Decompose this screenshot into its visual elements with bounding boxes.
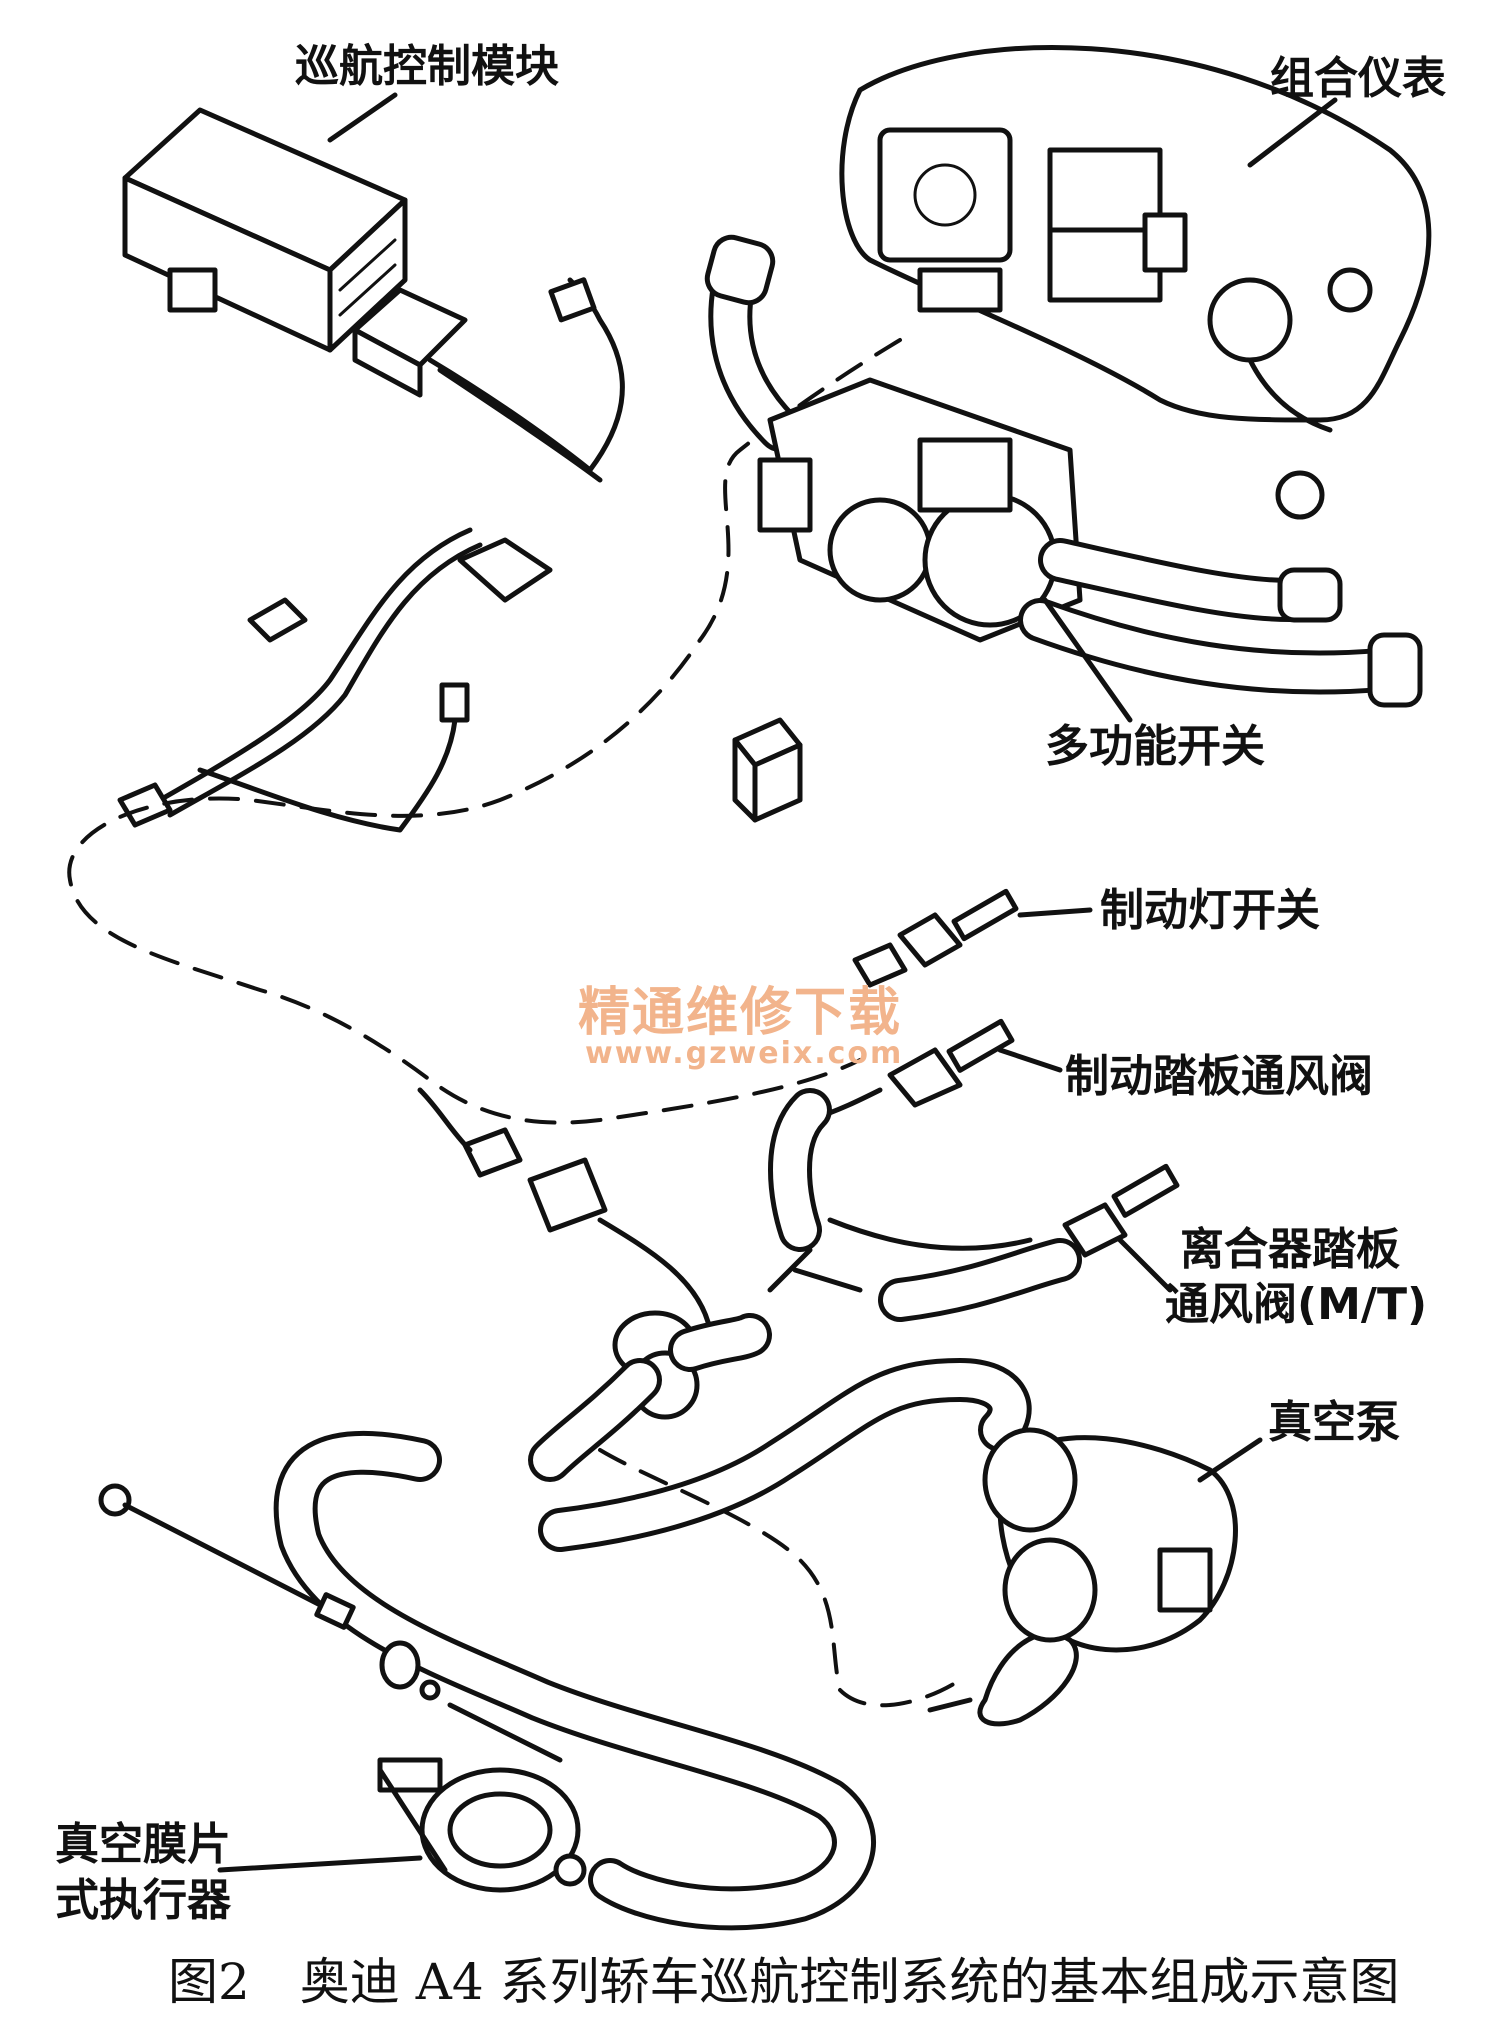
figure-caption: 图2 奥迪 A4 系列轿车巡航控制系统的基本组成示意图: [168, 1953, 1400, 2011]
vacuum-pump: [927, 1427, 1238, 1727]
label-brake-pedal-vent-valve: 制动踏板通风阀: [1065, 1051, 1373, 1102]
label-instrument-cluster: 组合仪表: [1270, 53, 1446, 104]
clutch-pedal-vent-valve: [1062, 1163, 1180, 1258]
leader-line-brake-pedal-valve: [997, 1047, 1063, 1073]
control-valve-body: [528, 1310, 772, 1482]
watermark-url: www.gzweix.com: [585, 1036, 904, 1071]
leader-line-multifunction: [1042, 597, 1133, 723]
vacuum-diaphragm-actuator: [377, 1757, 587, 1893]
harness-connector-b: [247, 597, 308, 643]
harness-connector-d: [439, 682, 470, 723]
label-multifunction-switch: 多功能开关: [1045, 721, 1265, 772]
multifunction-switch: [704, 234, 1423, 708]
harness-main-branch: [157, 527, 473, 803]
watermark-text: 精通维修下载: [578, 982, 903, 1043]
harness-connector-a: [457, 537, 553, 603]
label-vacuum-pump: 真空泵: [1268, 1397, 1400, 1448]
label-cruise-control-module: 巡航控制模块: [295, 41, 559, 92]
leader-line-vacuum-pump: [1197, 1437, 1263, 1483]
label-brake-light-switch: 制动灯开关: [1100, 885, 1320, 936]
brake-vent-line: [827, 1217, 1033, 1251]
lower-connector-a: [462, 1127, 523, 1178]
leader-line-brake-light: [1017, 907, 1093, 918]
label-clutch-valve-line1: 离合器踏板: [1180, 1224, 1400, 1275]
leader-line-cluster: [1247, 97, 1338, 168]
cruise-control-module: [122, 107, 408, 353]
dashed-hose-route: [598, 1448, 962, 1708]
brake-pedal-vent-valve: [807, 1018, 1015, 1123]
label-clutch-valve-line2: 通风阀(M/T): [1165, 1279, 1428, 1330]
relay-block: [732, 717, 803, 823]
t-connector: [767, 1247, 863, 1293]
module-connector: [352, 287, 468, 398]
label-vacuum-actuator-line2: 式执行器: [55, 1875, 231, 1926]
leader-line-cruise-module: [327, 92, 398, 143]
throttle-cable: [98, 1483, 563, 1763]
dashed-wire-loop: [67, 338, 902, 1125]
leader-line-clutch-valve: [1117, 1237, 1173, 1293]
harness-connector-c: [117, 782, 173, 828]
brake-light-switch: [852, 888, 1019, 988]
lower-connector-b: [527, 1157, 608, 1233]
small-connector-top: [548, 277, 597, 323]
label-vacuum-actuator-line1: 真空膜片: [55, 1819, 231, 1870]
leader-line-actuator: [217, 1855, 423, 1873]
